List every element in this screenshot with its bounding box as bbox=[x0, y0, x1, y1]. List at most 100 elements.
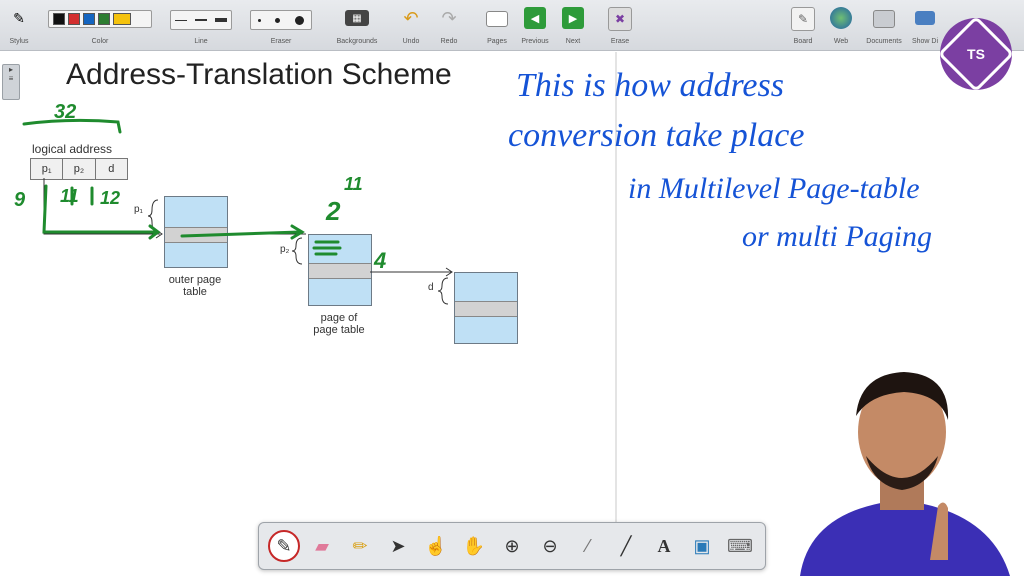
folder-icon bbox=[873, 10, 895, 28]
logo-text: TS bbox=[967, 45, 985, 62]
presenter-webcam bbox=[780, 360, 1024, 576]
note-line-1: This is how address bbox=[516, 67, 784, 104]
power-base-ink: 2 bbox=[325, 196, 341, 226]
previous-icon: ◀ bbox=[524, 7, 546, 29]
eraser-tool-button[interactable]: ▰ bbox=[306, 530, 338, 562]
bits-total-ink: 32 bbox=[54, 101, 76, 123]
p1-arrow-line bbox=[43, 178, 160, 235]
highlighter-tool-button[interactable]: ✏ bbox=[344, 530, 376, 562]
pen-tool-button[interactable]: ✎ bbox=[268, 530, 300, 562]
stylus-button[interactable]: ✎ Stylus bbox=[4, 3, 34, 47]
text-tool-button[interactable]: A bbox=[648, 530, 680, 562]
screen-capture-icon: ▣ bbox=[693, 535, 711, 556]
point-tool-button[interactable]: ☝ bbox=[420, 530, 452, 562]
p1-ink-arrowhead bbox=[148, 224, 161, 240]
p2-ink-arrow bbox=[180, 230, 302, 238]
line-weights[interactable] bbox=[170, 10, 232, 30]
d-arrow-head bbox=[445, 267, 453, 277]
keyboard-button[interactable]: ⌨ bbox=[724, 530, 756, 562]
pointing-hand-icon: ☝ bbox=[424, 535, 448, 556]
inner-table-entry bbox=[309, 263, 371, 279]
select-tool-button[interactable]: ➤ bbox=[382, 530, 414, 562]
note-line-3: in Multilevel Page-table bbox=[628, 172, 920, 205]
presenter-hair bbox=[856, 372, 949, 420]
color-group: Color bbox=[44, 3, 156, 47]
line-thin[interactable] bbox=[175, 19, 187, 21]
memory-frame bbox=[454, 272, 518, 344]
top-toolbar: ✎ Stylus Color Line Eraser ▦ Backgrounds bbox=[0, 0, 1024, 51]
page-of-page-table bbox=[308, 234, 372, 306]
backgrounds-button[interactable]: ▦ Backgrounds bbox=[330, 3, 384, 47]
eraser-medium[interactable] bbox=[275, 17, 281, 23]
p2-pointer-label: p₂ bbox=[280, 244, 290, 255]
documents-button[interactable]: Documents bbox=[860, 3, 908, 47]
power-exponent-ink: 11 bbox=[344, 174, 363, 194]
laser-icon: ⁄ bbox=[586, 535, 590, 556]
side-panel-toggle[interactable]: ▸≡ bbox=[2, 64, 20, 100]
line-medium[interactable] bbox=[195, 19, 207, 21]
pan-tool-button[interactable]: ✋ bbox=[458, 530, 490, 562]
board-icon: ✎ bbox=[791, 7, 815, 31]
zoom-in-icon: ⊕ bbox=[504, 535, 520, 556]
eraser-large[interactable] bbox=[294, 15, 304, 25]
erase-all-icon: ✖ bbox=[608, 7, 632, 31]
slide-title: Address-Translation Scheme bbox=[66, 58, 452, 91]
board-button[interactable]: ✎ Board bbox=[788, 3, 818, 47]
line-tool-button[interactable]: ╱ bbox=[610, 530, 642, 562]
line-tool-icon: ╱ bbox=[620, 535, 632, 556]
presenter-beard bbox=[866, 456, 938, 490]
presenter-face bbox=[858, 376, 946, 488]
note-line-2: conversion take place bbox=[508, 117, 804, 154]
pen-icon: ✎ bbox=[276, 535, 292, 556]
text-tool-icon: A bbox=[657, 535, 671, 556]
floating-tool-palette: ✎ ▰ ✏ ➤ ☝ ✋ ⊕ ⊖ ⁄ ╱ A ▣ ⌨ bbox=[258, 522, 766, 570]
previous-button[interactable]: ◀ Previous bbox=[516, 3, 554, 47]
color-yellow[interactable] bbox=[113, 13, 131, 25]
color-black[interactable] bbox=[53, 13, 65, 25]
color-green[interactable] bbox=[98, 13, 110, 25]
presenter-shirt bbox=[800, 500, 1010, 576]
bits-bracket-stroke bbox=[22, 118, 122, 134]
color-red[interactable] bbox=[68, 13, 80, 25]
presenter-figure bbox=[780, 360, 1024, 576]
erase-button[interactable]: ✖ Erase bbox=[604, 3, 636, 47]
next-button[interactable]: ▶ Next bbox=[558, 3, 588, 47]
show-desktop-button[interactable]: Show Di bbox=[908, 3, 942, 47]
channel-logo: TS bbox=[937, 15, 1015, 93]
globe-icon bbox=[830, 7, 852, 29]
laser-tool-button[interactable]: ⁄ bbox=[572, 530, 604, 562]
bits-p1-ink: 9 bbox=[14, 189, 26, 211]
keyboard-icon: ⌨ bbox=[727, 535, 753, 556]
memory-word bbox=[455, 301, 517, 317]
bits-d-ink: 12 bbox=[100, 188, 120, 208]
undo-button[interactable]: ↶ Undo bbox=[396, 3, 426, 47]
hand-pan-icon: ✋ bbox=[462, 535, 486, 556]
field-p1: p₁ bbox=[31, 159, 64, 179]
undo-icon: ↶ bbox=[403, 7, 419, 28]
page-divider bbox=[615, 52, 617, 522]
p2-brace bbox=[291, 237, 303, 265]
pointer-icon: ➤ bbox=[390, 535, 406, 556]
field-d: d bbox=[95, 159, 127, 179]
redo-button[interactable]: ↷ Redo bbox=[434, 3, 464, 47]
web-button[interactable]: Web bbox=[826, 3, 856, 47]
color-swatches bbox=[48, 10, 152, 28]
pages-icon bbox=[486, 11, 508, 27]
desktop-icon bbox=[915, 11, 935, 25]
logical-address-label: logical address bbox=[32, 142, 113, 156]
d-brace bbox=[437, 277, 449, 305]
eraser-small[interactable] bbox=[258, 18, 262, 22]
next-icon: ▶ bbox=[562, 7, 584, 29]
zoom-in-button[interactable]: ⊕ bbox=[496, 530, 528, 562]
bits-p2-ink: 11 bbox=[60, 186, 79, 206]
line-group: Line bbox=[166, 3, 236, 47]
eraser-sizes[interactable] bbox=[250, 10, 312, 30]
screen-capture-button[interactable]: ▣ bbox=[686, 530, 718, 562]
presenter-raised-finger bbox=[930, 502, 948, 560]
zoom-out-button[interactable]: ⊖ bbox=[534, 530, 566, 562]
color-blue[interactable] bbox=[83, 13, 95, 25]
line-thick[interactable] bbox=[215, 18, 227, 22]
page-of-page-table-label: page of page table bbox=[313, 312, 365, 336]
pages-button[interactable]: Pages bbox=[480, 3, 514, 47]
